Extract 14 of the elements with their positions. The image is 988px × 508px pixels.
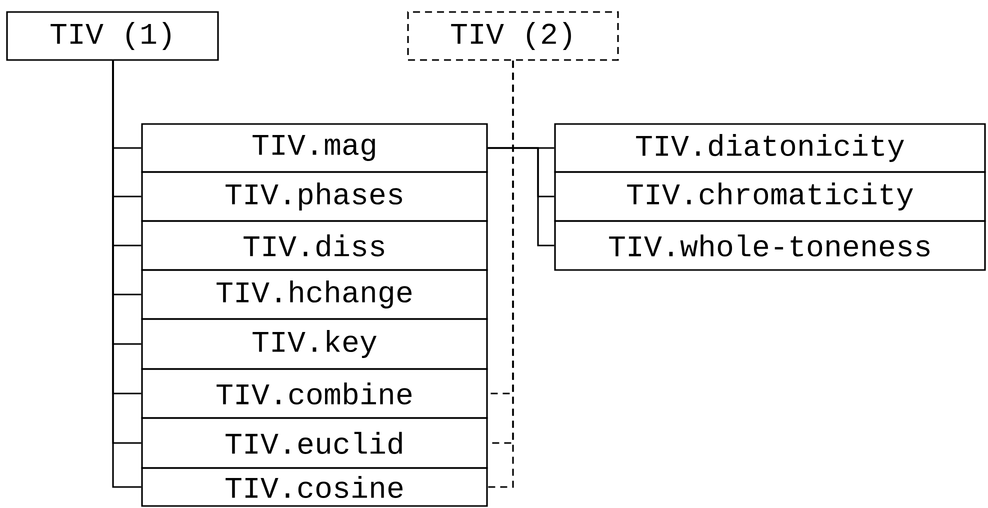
function-box: TIV.hchange bbox=[141, 269, 488, 320]
feature-box: TIV.whole-toneness bbox=[554, 220, 986, 271]
title-box: TIV (2) bbox=[407, 11, 619, 61]
function-box: TIV.diss bbox=[141, 220, 488, 271]
function-box: TIV.phases bbox=[141, 171, 488, 222]
feature-box: TIV.diatonicity bbox=[554, 123, 986, 173]
function-box: TIV.mag bbox=[141, 123, 488, 173]
function-box: TIV.cosine bbox=[141, 467, 488, 507]
function-box: TIV.key bbox=[141, 318, 488, 370]
function-box: TIV.combine bbox=[141, 368, 488, 419]
function-box: TIV.euclid bbox=[141, 417, 488, 469]
connector-line bbox=[488, 147, 554, 246]
feature-box: TIV.chromaticity bbox=[554, 171, 986, 222]
title-box: TIV (1) bbox=[6, 11, 219, 61]
